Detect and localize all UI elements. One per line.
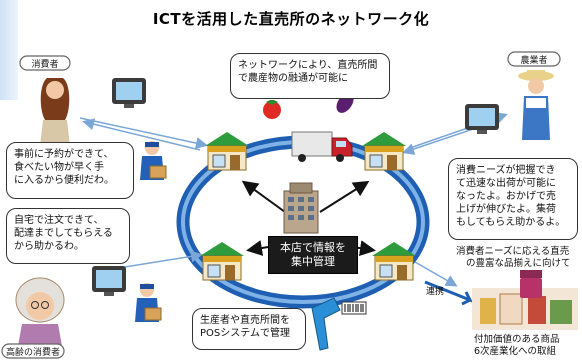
consumer-speech-bubble: 事前に予約ができて、 食べたい物が早く手 に入るから便利だわ。 (6, 142, 134, 199)
link-arrow (424, 280, 474, 306)
barcode-scanner-icon (311, 297, 367, 351)
elderly-line-2: 配達までしてもらえる (14, 228, 113, 239)
jam-jar-icon (520, 270, 542, 298)
tv-monitor-icon (112, 78, 146, 108)
network-line-2: で農産物の融通が可能に (238, 73, 348, 84)
network-speech-bubble: ネットワークにより、直売所間 で農産物の融通が可能に (230, 53, 390, 99)
pos-speech-bubble: 生産者や直売所間を POSシステムで管理 (192, 308, 306, 350)
farmer-line-1: 消費ニーズが把握でき (456, 165, 556, 176)
farmer-label: 農業者 (520, 56, 548, 66)
consumer-line-2: 食べたい物が早く手 (14, 162, 104, 173)
processed-products-photo (472, 288, 578, 330)
shop-icon-top-right (362, 132, 406, 171)
value-annotation: 付加価値のある商品 6次産業化への取組 (474, 334, 580, 358)
farmer-line-3: なったよ。おかげで売 (456, 191, 556, 202)
left-edge-panel (0, 0, 18, 100)
pos-line-2: POSシステムで管理 (200, 328, 290, 339)
needs-line-1: 消費者ニーズに応える直売 (456, 246, 570, 257)
elderly-woman-icon (15, 277, 65, 346)
hq-building-icon (283, 182, 319, 234)
value-line-1: 付加価値のある商品 (474, 334, 560, 345)
link-label: 連携 (426, 287, 445, 297)
tomato-icon (263, 100, 281, 119)
tv-monitor-icon-right (465, 104, 499, 134)
consumer-line-1: 事前に予約ができて、 (14, 149, 114, 160)
shop-icon-bottom-left (200, 242, 244, 281)
page-title: ICTを活用した直売所のネットワーク化 (152, 10, 430, 28)
tv-monitor-icon-bottom (92, 266, 126, 296)
hq-label-box: 本店で情報を 集中管理 (268, 236, 358, 274)
courier-icon-bottom (135, 283, 162, 322)
shop-icon-top-left (205, 132, 249, 171)
consumer-line-3: に入るから便利だわ。 (14, 175, 114, 186)
farmer-icon (518, 70, 554, 140)
farmer-line-5: もしてもらえ助かるよ。 (456, 217, 566, 228)
needs-line-2: の豊富な品揃えに向けて (466, 258, 571, 269)
elderly-consumer-label: 高齢の消費者 (5, 348, 60, 358)
farmer-line-2: て迅速な出荷が可能に (456, 178, 556, 189)
shop-icon-bottom-right (372, 242, 416, 281)
hq-line-2: 集中管理 (291, 255, 335, 268)
network-line-1: ネットワークにより、直売所間 (238, 60, 378, 71)
consumer-label: 消費者 (31, 60, 59, 70)
value-line-2: 6次産業化への取組 (474, 346, 557, 357)
elderly-line-3: から助かるわ。 (14, 241, 84, 252)
needs-annotation: 消費者ニーズに応える直売 の豊富な品揃えに向けて (456, 246, 582, 270)
elderly-speech-bubble: 自宅で注文できて、 配達までしてもらえる から助かるわ。 (6, 208, 130, 264)
delivery-truck-icon (291, 131, 353, 162)
farmer-speech-bubble: 消費ニーズが把握でき て迅速な出荷が可能に なったよ。おかげで売 上げが伸びたよ… (448, 158, 578, 240)
farmer-line-4: 上げが伸びたよ。集荷 (456, 204, 556, 215)
hq-line-1: 本店で情報を (280, 241, 346, 254)
elderly-line-1: 自宅で注文できて、 (14, 215, 104, 226)
pos-line-1: 生産者や直売所間を (200, 315, 290, 326)
courier-icon (140, 141, 167, 180)
